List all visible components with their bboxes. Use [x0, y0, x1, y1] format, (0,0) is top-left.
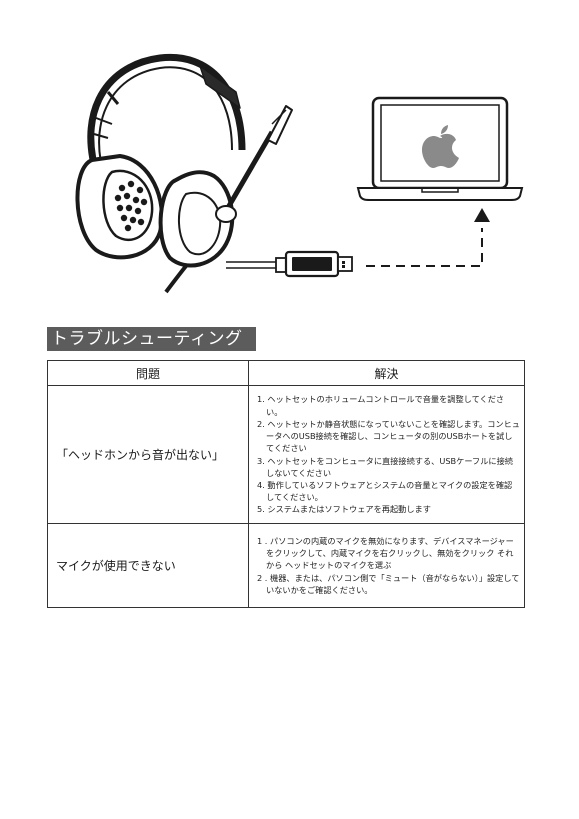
solution-cell: 1 . パソコンの内蔵のマイクを無効になります、デバイスマネージャーをクリックし… [248, 523, 525, 608]
table-header-row: 問題 解決 [47, 360, 525, 386]
troubleshooting-table: 問題 解決 「ヘッドホンから音が出ない」 1. ヘットセットのホリュームコントロ… [47, 360, 525, 608]
solution-item: 1 . パソコンの内蔵のマイクを無効になります、デバイスマネージャーをクリックし… [257, 535, 514, 571]
solution-item: 1. ヘットセットのホリュームコントロールで音量を調整してください。 [257, 394, 505, 417]
solution-cell: 1. ヘットセットのホリュームコントロールで音量を調整してください。 2. ヘッ… [248, 385, 525, 524]
problem-cell: 「ヘッドホンから音が出ない」 [47, 385, 249, 524]
solution-item: 5. システムまたはソフトウェアを再起動します [257, 504, 431, 515]
solution-item: 2 . 機器、または、パソコン側で「ミュート（音がならない）」設定していないかを… [257, 572, 520, 595]
problem-cell: マイクが使用できない [47, 523, 249, 608]
headset-icon [75, 53, 293, 294]
connection-illustration [75, 53, 524, 294]
arrow-up-icon [366, 208, 490, 267]
table-row: マイクが使用できない 1 . パソコンの内蔵のマイクを無効になります、デバイスマ… [47, 523, 525, 608]
apple-logo-icon [422, 125, 459, 168]
table-row: 「ヘッドホンから音が出ない」 1. ヘットセットのホリュームコントロールで音量を… [47, 385, 525, 524]
solution-item: 3. ヘットセットをコンヒュータに直接接続する、USBケーフルに接続しないてくだ… [257, 455, 513, 478]
solution-list: 1 . パソコンの内蔵のマイクを無効になります、デバイスマネージャーをクリックし… [257, 535, 520, 596]
section-title: トラブルシューティング [47, 327, 257, 351]
solution-item: 2. ヘットセットか静音状態になっていないことを確認します。コンヒュータへのUS… [257, 418, 520, 454]
solution-item: 4. 動作しているソフトウェアとシステムの音量とマイクの設定を確認してください。 [257, 479, 513, 503]
usb-plug-icon [226, 250, 353, 278]
solution-list: 1. ヘットセットのホリュームコントロールで音量を調整してください。 2. ヘッ… [257, 393, 520, 515]
header-solution: 解決 [248, 360, 525, 386]
header-problem: 問題 [47, 360, 249, 386]
